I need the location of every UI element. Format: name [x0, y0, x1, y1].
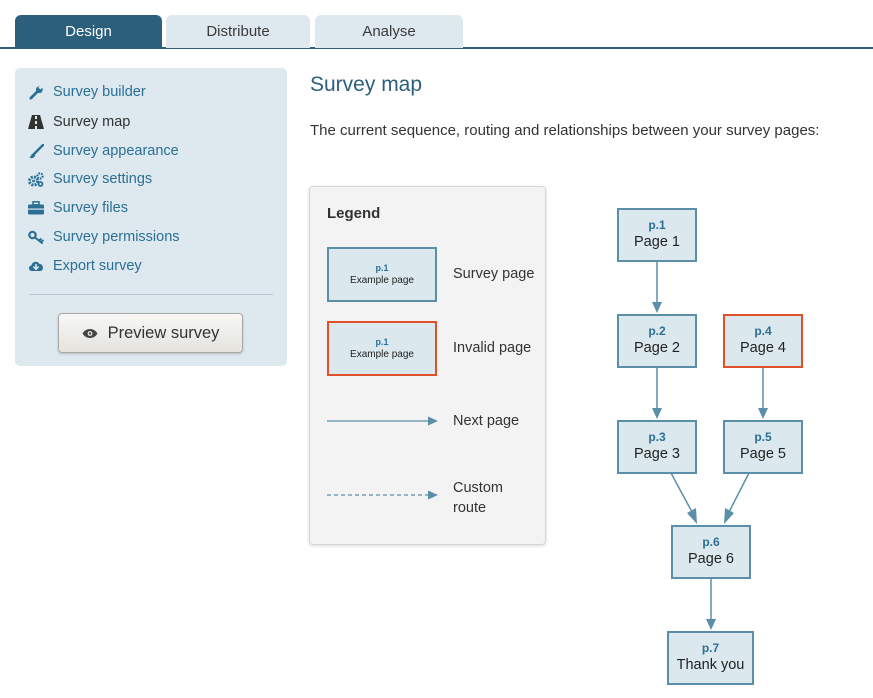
sidebar-item-survey-permissions[interactable]: Survey permissions [27, 226, 180, 248]
legend-page-name: Example page [350, 348, 414, 360]
briefcase-icon [27, 200, 45, 216]
sidebar-item-survey-files[interactable]: Survey files [27, 197, 128, 219]
tab-bar: Design Distribute Analyse [0, 0, 873, 49]
node-page-number: p.5 [754, 430, 772, 444]
eye-icon [82, 328, 98, 339]
cloud-download-icon [27, 258, 45, 274]
legend-page-number: p.1 [375, 336, 389, 347]
road-icon [27, 114, 45, 130]
legend-survey-page-label: Survey page [453, 266, 535, 282]
legend-custom-route-arrow [327, 490, 438, 500]
sidebar-item-survey-builder[interactable]: Survey builder [27, 81, 146, 103]
intro-text: The current sequence, routing and relati… [310, 122, 820, 139]
legend-invalid-page-label: Invalid page [453, 340, 532, 356]
legend-next-page-label: Next page [453, 413, 520, 429]
sidebar-item-export-survey[interactable]: Export survey [27, 255, 142, 277]
sidebar-item-survey-map[interactable]: Survey map [27, 111, 130, 133]
node-page-number: p.4 [754, 324, 772, 338]
preview-survey-button[interactable]: Preview survey [58, 313, 243, 353]
wrench-icon [27, 84, 45, 100]
sidebar-item-label: Export survey [53, 258, 142, 274]
legend-page-name: Example page [350, 274, 414, 286]
tab-analyse[interactable]: Analyse [315, 15, 463, 48]
edge-p5-p6 [724, 472, 750, 524]
node-page-number: p.2 [648, 324, 666, 338]
map-node-p5[interactable]: p.5 Page 5 [723, 420, 803, 474]
legend-page-number: p.1 [375, 262, 389, 273]
map-node-p4[interactable]: p.4 Page 4 [723, 314, 803, 368]
legend-next-page-arrow [327, 416, 438, 426]
page-title: Survey map [310, 73, 423, 96]
node-page-name: Page 6 [688, 551, 734, 567]
legend-custom-route-label: Custom route [453, 480, 503, 516]
edge-p4-p5 [758, 368, 768, 419]
node-page-number: p.3 [648, 430, 666, 444]
map-node-p3[interactable]: p.3 Page 3 [617, 420, 697, 474]
tab-design[interactable]: Design [15, 15, 162, 48]
gears-icon [27, 171, 45, 187]
map-node-p7[interactable]: p.7 Thank you [667, 631, 754, 685]
sidebar-item-survey-appearance[interactable]: Survey appearance [27, 140, 179, 162]
preview-survey-label: Preview survey [107, 323, 220, 342]
map-node-p6[interactable]: p.6 Page 6 [671, 525, 751, 579]
sidebar-item-label: Survey map [53, 114, 131, 130]
edge-p2-p3 [652, 368, 662, 419]
sidebar-item-label: Survey appearance [53, 143, 179, 159]
tab-distribute[interactable]: Distribute [166, 15, 310, 48]
sidebar-item-survey-settings[interactable]: Survey settings [27, 168, 152, 190]
node-page-name: Page 1 [634, 234, 680, 250]
legend-invalid-page-sample: p.1 Example page [327, 321, 437, 376]
node-page-number: p.7 [701, 641, 720, 655]
node-page-name: Page 5 [740, 446, 786, 462]
legend-panel: Legend p.1 Example page Survey page p.1 … [309, 186, 546, 545]
node-page-name: Thank you [676, 657, 745, 673]
sidebar-item-label: Survey builder [53, 84, 146, 100]
sidebar: Survey builder Survey map Survey appeara… [15, 68, 287, 366]
edge-p1-p2 [652, 262, 662, 313]
sidebar-item-label: Survey permissions [53, 229, 180, 245]
map-node-p2[interactable]: p.2 Page 2 [617, 314, 697, 368]
sidebar-item-label: Survey settings [53, 171, 153, 187]
sidebar-item-label: Survey files [53, 200, 128, 216]
node-page-number: p.6 [702, 535, 720, 549]
map-node-p1[interactable]: p.1 Page 1 [617, 208, 697, 262]
node-page-number: p.1 [648, 218, 666, 232]
key-icon [27, 229, 45, 245]
node-page-name: Page 2 [634, 340, 680, 356]
node-page-name: Page 3 [634, 446, 680, 462]
legend-title: Legend [327, 205, 381, 222]
sidebar-divider [29, 294, 273, 295]
edge-p6-p7 [706, 578, 716, 630]
legend-survey-page-sample: p.1 Example page [327, 247, 437, 302]
brush-icon [27, 143, 45, 159]
node-page-name: Page 4 [740, 340, 786, 356]
edge-p3-p6 [670, 472, 697, 524]
